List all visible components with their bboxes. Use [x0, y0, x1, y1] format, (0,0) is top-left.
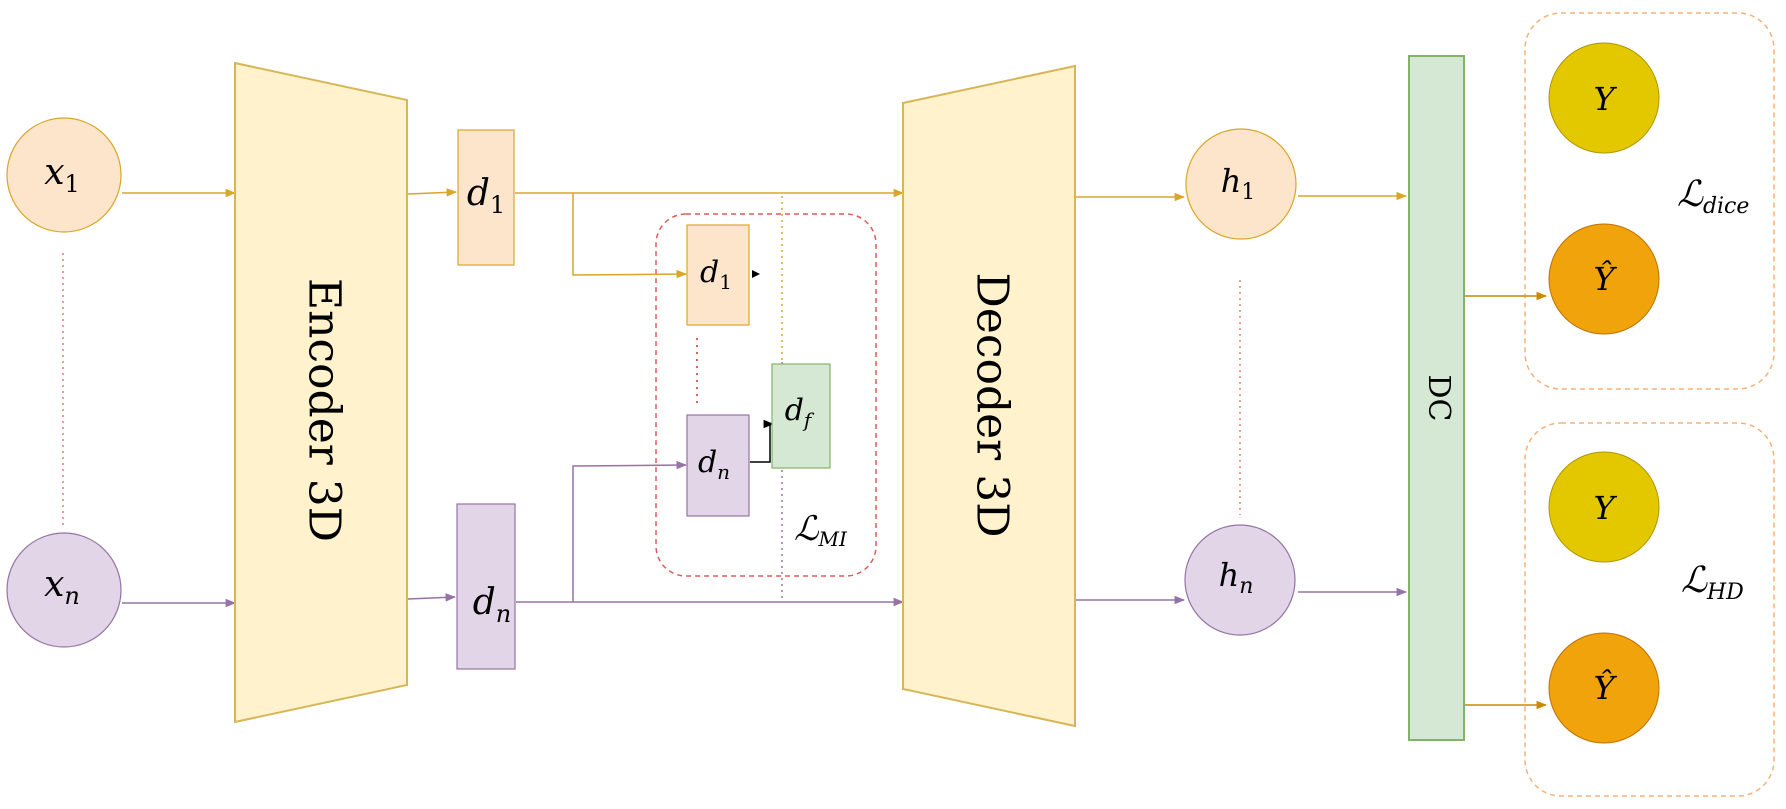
- feature-d1: d1: [457, 129, 515, 266]
- svg-text:d1: d1: [700, 255, 732, 294]
- hidden-node-h1: h1: [1185, 128, 1297, 240]
- svg-text:Ŷ: Ŷ: [1593, 669, 1617, 707]
- feature-dn: dn: [456, 503, 516, 670]
- x1-sub: 1: [65, 170, 80, 198]
- hd-loss-group: [1524, 422, 1775, 797]
- encoder-block: Encoder 3D: [234, 61, 408, 724]
- xn-base: x: [44, 564, 64, 605]
- arrow-dn-mi-dn: [572, 460, 688, 602]
- svg-text:d1: d1: [467, 173, 505, 219]
- hd-loss-label: ℒHD: [1681, 560, 1744, 605]
- svg-text:h1: h1: [1221, 162, 1256, 205]
- mi-feature-dn: dn: [686, 414, 750, 517]
- svg-text:Ŷ: Ŷ: [1593, 260, 1617, 298]
- output-yhat-top: Ŷ: [1548, 223, 1660, 335]
- output-y-top: Y: [1548, 42, 1660, 154]
- arrow-encoder-dn: [407, 593, 457, 602]
- encoder-label: Encoder 3D: [299, 278, 350, 542]
- x1-base: x: [44, 152, 64, 193]
- arrow-df-d1-head: [752, 270, 760, 278]
- output-y-bottom: Y: [1548, 451, 1660, 563]
- input-node-x1: x1: [6, 117, 122, 233]
- dc-label: DC: [1421, 374, 1456, 421]
- svg-text:Y: Y: [1593, 489, 1617, 527]
- arrow-dn-df: [750, 419, 775, 463]
- decoder-block: Decoder 3D: [902, 64, 1076, 728]
- svg-text:Y: Y: [1593, 80, 1617, 118]
- dice-loss-label: ℒdice: [1677, 174, 1749, 219]
- mi-feature-d1: d1: [686, 224, 750, 326]
- svg-text:hn: hn: [1219, 556, 1254, 599]
- svg-text:dn: dn: [698, 445, 730, 484]
- feature-df: df: [771, 363, 831, 469]
- arrow-encoder-d1: [407, 188, 458, 197]
- svg-text:dn: dn: [473, 582, 512, 628]
- output-yhat-bottom: Ŷ: [1548, 632, 1660, 744]
- decoder-label: Decoder 3D: [967, 273, 1018, 538]
- xn-sub: n: [64, 582, 79, 610]
- input-node-xn: xn: [6, 532, 122, 648]
- hidden-node-hn: hn: [1184, 524, 1296, 636]
- dc-block: DC: [1408, 55, 1465, 741]
- svg-text:x1: x1: [44, 152, 80, 198]
- arrow-d1-mi-d1: [572, 193, 688, 279]
- mi-loss-label: ℒMI: [794, 509, 848, 551]
- svg-text:xn: xn: [44, 564, 80, 610]
